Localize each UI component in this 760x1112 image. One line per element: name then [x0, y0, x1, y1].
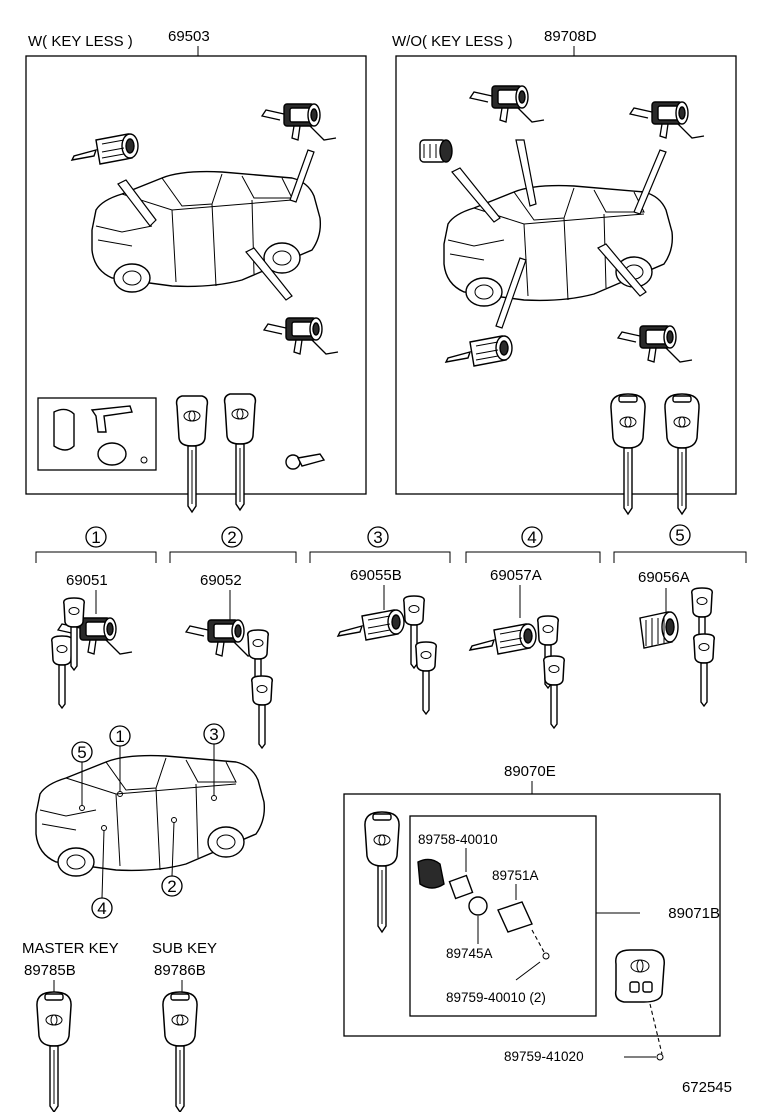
remote-screw-part-number: 89759-41020 — [504, 1049, 584, 1064]
non-keyless-glove-box-cylinder — [469, 85, 545, 123]
transmitter-cover — [53, 408, 75, 451]
transmitter-housing-part-number: 89751A — [492, 868, 539, 883]
svg-text:4: 4 — [97, 899, 106, 918]
keyless-ignition-cylinder — [71, 133, 139, 165]
transmitter-screw — [542, 952, 550, 960]
group-3-part-number: 69055B — [350, 567, 402, 584]
non-keyless-arrow — [515, 139, 537, 207]
group-3: 3 69055B — [309, 526, 451, 715]
svg-text:1: 1 — [115, 727, 124, 746]
svg-text:5: 5 — [77, 743, 86, 762]
transmitter-battery — [468, 896, 488, 916]
locator-callout-2: 2 — [161, 817, 183, 897]
remote-screw — [656, 1053, 664, 1061]
non-keyless-fuel-cylinder — [419, 139, 453, 163]
keyless-key-2 — [223, 393, 257, 511]
non-keyless-back-door-cylinder — [629, 101, 705, 139]
remote-key — [364, 811, 400, 933]
group-4-number: 4 — [527, 528, 536, 547]
master-key-part-number: 89785B — [24, 962, 76, 979]
non-keyless-arrow — [633, 149, 667, 215]
group-2: 2 69052 — [169, 526, 297, 749]
group-3-number: 3 — [373, 528, 382, 547]
non-keyless-kit-part-number: 89708D — [544, 28, 597, 45]
transmitter-housing — [497, 901, 533, 933]
group-4: 4 69057A — [465, 526, 601, 729]
master-key-label: MASTER KEY — [22, 940, 119, 957]
non-keyless-label: W/O( KEY LESS ) — [392, 33, 513, 50]
non-keyless-ignition-cylinder — [445, 335, 513, 367]
group-1-number: 1 — [91, 528, 100, 547]
transmitter-assembly-box — [409, 815, 597, 1017]
group-2-number: 2 — [227, 528, 236, 547]
group-4-part-number: 69057A — [490, 567, 542, 584]
keyless-transmitter-parts-box — [37, 397, 157, 471]
transmitter-key-blade — [90, 405, 133, 433]
keyless-arrow — [245, 247, 293, 301]
transmitter-module — [97, 442, 127, 466]
transmitter-case — [417, 858, 445, 889]
group-5-part-number: 69056A — [638, 569, 690, 586]
locator-callout-4: 4 — [91, 825, 113, 919]
group-5-number: 5 — [675, 526, 684, 545]
transmitter-pad — [448, 874, 474, 900]
non-keyless-arrow — [597, 243, 647, 297]
sub-key-part-number: 89786B — [154, 962, 206, 979]
group-1: 1 69051 — [35, 526, 157, 709]
svg-text:3: 3 — [209, 725, 218, 744]
remote-kit-box — [343, 793, 721, 1037]
group-1-part-number: 69051 — [66, 572, 108, 589]
transmitter-remote — [614, 949, 665, 1003]
locator-callout-3: 3 — [203, 723, 225, 801]
locator-callout-5: 5 — [71, 741, 93, 811]
non-keyless-key-2 — [664, 393, 700, 515]
keyless-key-plate — [285, 453, 326, 470]
non-keyless-kit-box — [395, 55, 737, 495]
keyless-arrow — [117, 179, 157, 227]
non-keyless-arrow — [451, 167, 501, 223]
diagram-number: 672545 — [682, 1079, 732, 1096]
transmitter-case-part-number: 89758-40010 — [418, 832, 498, 847]
leader-line — [515, 961, 541, 981]
transmitter-assembly-part-number: 89071B — [668, 905, 720, 922]
battery-part-number: 89745A — [446, 946, 493, 961]
keyless-arrow — [289, 149, 315, 203]
screw-dashed-line — [649, 1003, 663, 1055]
group-5: 5 69056A — [613, 524, 747, 707]
non-keyless-door-cylinder — [617, 325, 693, 363]
locator-car — [35, 754, 266, 877]
non-keyless-key-1 — [610, 393, 646, 515]
keyless-back-door-cylinder — [261, 103, 337, 141]
transmitter-screw — [140, 456, 148, 464]
remote-kit-part-number: 89070E — [504, 763, 556, 780]
screw-dashed-line — [531, 929, 545, 953]
sub-key — [162, 991, 198, 1112]
transmitter-screw-part-number: 89759-40010 (2) — [446, 990, 546, 1005]
non-keyless-arrow — [495, 257, 527, 329]
locator-callout-1: 1 — [109, 725, 131, 797]
svg-text:2: 2 — [167, 877, 176, 896]
master-key — [36, 991, 72, 1112]
group-2-part-number: 69052 — [200, 572, 242, 589]
keyless-label: W( KEY LESS ) — [28, 33, 133, 50]
sub-key-label: SUB KEY — [152, 940, 217, 957]
keyless-kit-part-number: 69503 — [168, 28, 210, 45]
keyless-door-cylinder — [263, 317, 339, 355]
